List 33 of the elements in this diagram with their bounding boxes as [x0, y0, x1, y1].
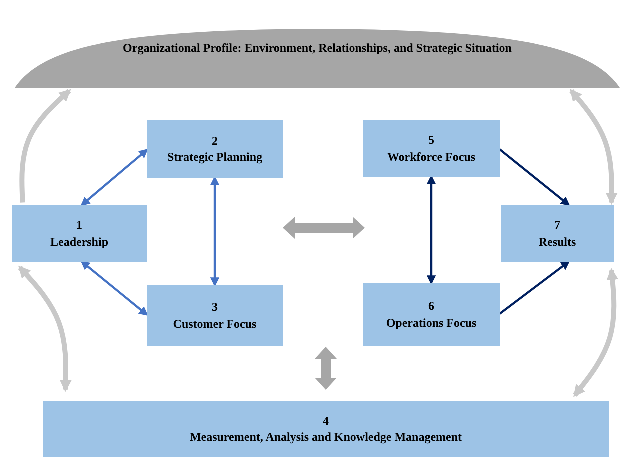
- item-number: 7: [554, 217, 560, 234]
- process-box: [363, 120, 500, 177]
- process-box: [501, 205, 614, 262]
- item-title: Results: [538, 234, 576, 250]
- process-box: [147, 285, 283, 346]
- process-box: [12, 205, 147, 262]
- item-number: 5: [428, 132, 434, 148]
- connector-arrow: [80, 148, 148, 206]
- connector-arrow: [570, 89, 618, 206]
- process-box: [363, 283, 500, 346]
- connector-arrow: [426, 175, 436, 285]
- item-title: Customer Focus: [173, 316, 257, 332]
- connector-arrow: [499, 148, 570, 206]
- connector-arrow: [499, 260, 570, 315]
- connector-arrow: [573, 268, 619, 398]
- item-title: Strategic Planning: [168, 149, 262, 166]
- item-title: Operations Focus: [386, 314, 477, 331]
- connector-arrow: [210, 176, 220, 287]
- item-number: 3: [212, 299, 218, 316]
- process-box: [147, 120, 283, 178]
- item-number: 6: [428, 298, 434, 314]
- process-box: [43, 401, 609, 457]
- item-number: 2: [212, 132, 218, 149]
- connector-arrow: [20, 89, 72, 203]
- item-title: Measurement, Analysis and Knowledge Management: [190, 429, 462, 446]
- item-title: Workforce Focus: [387, 148, 476, 165]
- connector-arrow: [18, 266, 72, 392]
- item-title: Leadership: [50, 234, 108, 250]
- item-title: Organizational Profile: Environment, Relationships, and Strategic Situation: [123, 40, 512, 56]
- connector-arrow: [80, 260, 148, 316]
- item-number: 4: [323, 412, 329, 429]
- item-number: 1: [76, 217, 82, 234]
- profile-dome: [15, 28, 620, 88]
